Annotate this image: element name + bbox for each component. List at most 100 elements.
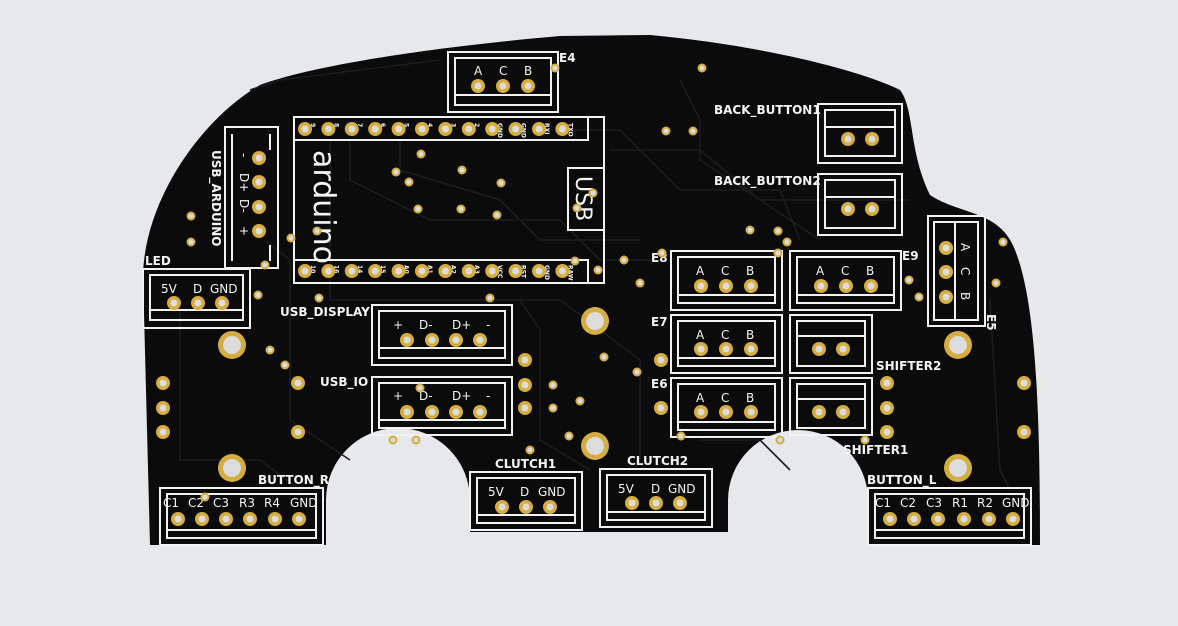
e8-pin-label: C xyxy=(721,264,729,278)
arduino-pin-label: A2 xyxy=(449,265,456,274)
through-hole-pad-hole xyxy=(521,356,529,364)
e7-pin-label: B xyxy=(746,328,754,342)
through-hole-pad-hole xyxy=(697,408,705,416)
board-outline xyxy=(143,35,1040,545)
via-hole xyxy=(637,280,643,286)
button-l-pin-label: R2 xyxy=(977,496,993,510)
e5-pin-label: C xyxy=(958,267,972,275)
through-hole-pad-hole xyxy=(942,268,950,276)
through-hole-pad-hole xyxy=(722,282,730,290)
connector-e9: E9 A C B xyxy=(789,249,919,311)
e4-pin-label: C xyxy=(499,64,507,78)
clutch2-label: CLUTCH2 xyxy=(627,454,688,468)
via-hole xyxy=(413,437,419,443)
through-hole-pad-hole xyxy=(488,125,496,133)
via-hole xyxy=(601,354,607,360)
through-hole-pad-hole xyxy=(174,515,182,523)
usb-arduino-pin-label: + xyxy=(237,226,251,236)
through-hole-pad-hole xyxy=(222,515,230,523)
through-hole-pad-hole xyxy=(844,205,852,213)
connector-back-button1: BACK_BUTTON1 xyxy=(714,103,903,164)
through-hole-pad-hole xyxy=(512,125,520,133)
via-hole xyxy=(659,250,665,256)
button-l-pin-label: C1 xyxy=(875,496,891,510)
through-hole-pad-hole xyxy=(499,82,507,90)
e9-label: E9 xyxy=(902,249,919,263)
via-hole xyxy=(415,206,421,212)
through-hole-pad-hole xyxy=(371,125,379,133)
e9-pin-label: C xyxy=(841,264,849,278)
arduino-pin-label: RAW xyxy=(566,265,573,281)
through-hole-pad-hole xyxy=(403,408,411,416)
through-hole-pad-hole xyxy=(652,499,660,507)
mounting-hole-hole xyxy=(586,312,604,330)
via-hole xyxy=(494,212,500,218)
via-hole xyxy=(487,295,493,301)
via-hole xyxy=(288,235,294,241)
arduino-pin-label: 10 xyxy=(309,265,316,273)
e4-pin-label: B xyxy=(524,64,532,78)
through-hole-pad-hole xyxy=(697,282,705,290)
through-hole-pad-hole xyxy=(465,125,473,133)
mounting-hole-hole xyxy=(223,459,241,477)
through-hole-pad-hole xyxy=(628,499,636,507)
via-hole xyxy=(316,295,322,301)
button-r-pin-label: C2 xyxy=(188,496,204,510)
e9-pin-label: B xyxy=(866,264,874,278)
usb-display-label: USB_DISPLAY xyxy=(280,305,370,320)
button-l-pin-label: R1 xyxy=(952,496,968,510)
through-hole-pad-hole xyxy=(348,267,356,275)
connector-e8: E8 A C B xyxy=(651,250,783,311)
through-hole-pad-hole xyxy=(839,408,847,416)
via-hole xyxy=(678,433,684,439)
arduino-pin-label: RST xyxy=(520,265,527,279)
e6-pin-label: A xyxy=(696,391,705,405)
via-hole xyxy=(663,128,669,134)
through-hole-pad-hole xyxy=(558,267,566,275)
via-hole xyxy=(527,447,533,453)
through-hole-pad-hole xyxy=(747,408,755,416)
usb-io-pin-label: + xyxy=(393,389,403,403)
button-l-label: BUTTON_L xyxy=(867,473,937,488)
arduino-pin-label: GND xyxy=(496,123,503,138)
arduino-pin-label: TXO xyxy=(566,123,573,137)
usb-arduino-pin-label: D- xyxy=(237,199,251,213)
button-l-pin-label: GND xyxy=(1002,496,1030,510)
connector-back-button2: BACK_BUTTON2 xyxy=(714,173,903,236)
through-hole-pad-hole xyxy=(960,515,968,523)
usb-arduino-pin-label: - xyxy=(237,153,251,157)
through-hole-pad-hole xyxy=(839,345,847,353)
through-hole-pad-hole xyxy=(985,515,993,523)
through-hole-pad-hole xyxy=(476,408,484,416)
via-hole xyxy=(906,277,912,283)
through-hole-pad-hole xyxy=(395,267,403,275)
usb-port-label: USB xyxy=(570,176,595,221)
clutch2-pin-label: D xyxy=(651,482,660,496)
via-hole xyxy=(574,205,580,211)
through-hole-pad-hole xyxy=(255,227,263,235)
through-hole-pad-hole xyxy=(942,293,950,301)
via-hole xyxy=(747,227,753,233)
via-hole xyxy=(775,228,781,234)
e7-pin-label: A xyxy=(696,328,705,342)
e5-pin-label: B xyxy=(958,292,972,300)
connector-button-r: BUTTON_R C1 C2 C3 R3 R4 GND xyxy=(159,473,329,546)
through-hole-pad-hole xyxy=(159,404,167,412)
via-hole xyxy=(188,239,194,245)
through-hole-pad-hole xyxy=(512,267,520,275)
usb-display-pin-label: D- xyxy=(419,318,433,332)
through-hole-pad-hole xyxy=(271,515,279,523)
e7-label: E7 xyxy=(651,315,668,329)
through-hole-pad-hole xyxy=(403,336,411,344)
usb-display-pin-label: D+ xyxy=(452,318,471,332)
through-hole-pad-hole xyxy=(521,381,529,389)
via-hole xyxy=(699,65,705,71)
through-hole-pad-hole xyxy=(255,178,263,186)
through-hole-pad-hole xyxy=(348,125,356,133)
via-hole xyxy=(993,280,999,286)
e6-label: E6 xyxy=(651,377,668,391)
led-pin-label: GND xyxy=(210,282,238,296)
arduino-pin-label: 5 xyxy=(403,123,410,127)
mounting-hole-hole xyxy=(949,336,967,354)
button-l-pin-label: C2 xyxy=(900,496,916,510)
